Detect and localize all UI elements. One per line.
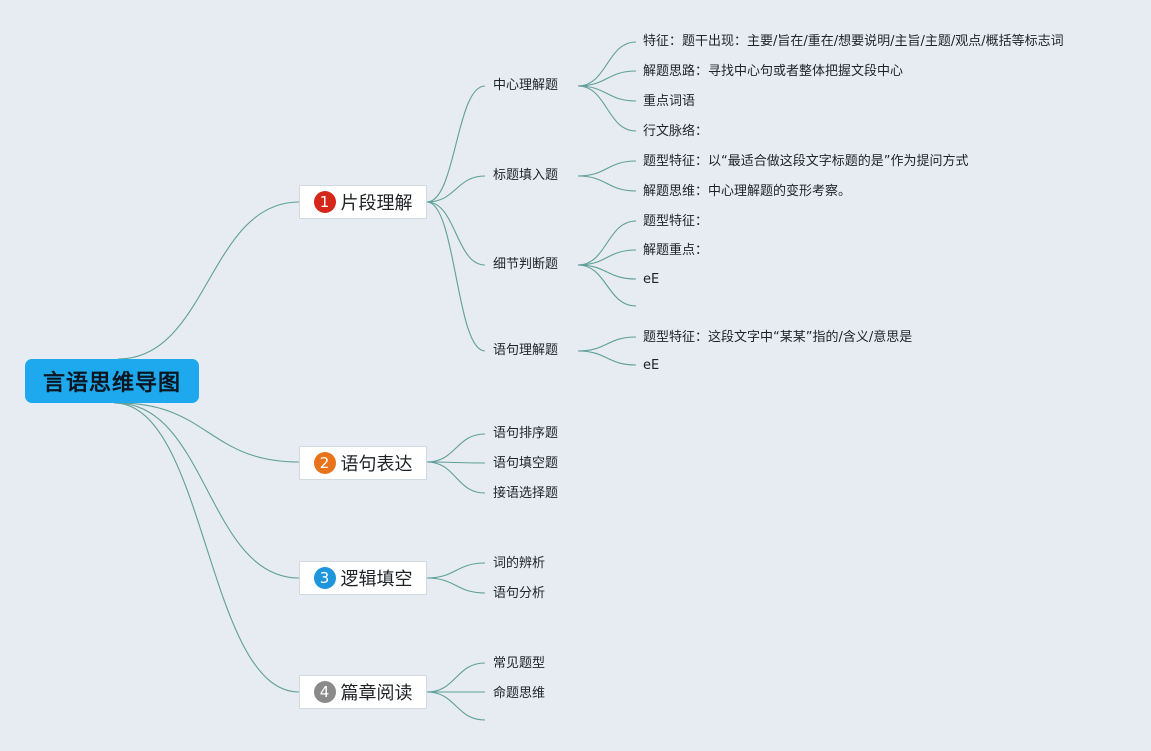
leaf-sentence-ee[interactable]: eE — [643, 358, 660, 373]
subtopic-follow-up-choice[interactable]: 接语选择题 — [493, 486, 559, 501]
link-leaf-2-1 — [577, 249, 637, 266]
number-badge: 3 — [313, 567, 336, 589]
leaf-context-flow[interactable]: 行文脉络： — [643, 124, 709, 139]
topic-passage-comprehension[interactable]: 1 片段理解 — [299, 185, 427, 219]
number-badge: 4 — [313, 681, 336, 703]
leaf-detail-feature[interactable]: 题型特征： — [643, 214, 709, 229]
link-leaf-1-0 — [577, 160, 637, 177]
topic-label: 片段理解 — [340, 193, 413, 214]
link-leaf-0-2 — [577, 85, 637, 102]
link-branch-4-sub-2 — [426, 691, 486, 721]
subtopic-sentence-filling[interactable]: 语句填空题 — [493, 456, 559, 471]
leaf-feature[interactable]: 特征：题干出现：主要/旨在/重在/想要说明/主旨/主题/观点/概括等标志词 — [643, 34, 1064, 49]
number-badge: 1 — [313, 191, 336, 213]
leaf-title-thinking[interactable]: 解题思维：中心理解题的变形考察。 — [643, 184, 852, 199]
leaf-detail-key[interactable]: 解题重点： — [643, 243, 709, 258]
topic-sentence-expression[interactable]: 2 语句表达 — [299, 446, 427, 480]
link-leaf-3-0 — [577, 336, 637, 352]
link-leaf-2-0 — [577, 220, 637, 266]
subtopic-detail-judgment[interactable]: 细节判断题 — [493, 257, 559, 272]
subtopic-title-fill[interactable]: 标题填入题 — [493, 168, 559, 183]
link-leaf-3-1 — [577, 350, 637, 366]
link-branch-3-sub-1 — [426, 577, 486, 594]
link-leaf-0-1 — [577, 70, 637, 87]
leaf-key-words[interactable]: 重点词语 — [643, 94, 696, 109]
link-root-branch-2 — [117, 402, 300, 463]
leaf-title-feature[interactable]: 题型特征：以“最适合做这段文字标题的是”作为提问方式 — [643, 154, 969, 169]
topic-article-reading[interactable]: 4 篇章阅读 — [299, 675, 427, 709]
topic-label: 语句表达 — [340, 454, 413, 475]
subtopic-sentence-ordering[interactable]: 语句排序题 — [493, 426, 559, 441]
link-leaf-2-3 — [577, 264, 637, 307]
link-branch-4-sub-0 — [426, 662, 486, 693]
link-root-branch-4 — [113, 402, 300, 693]
leaf-solving-approach[interactable]: 解题思路：寻找中心句或者整体把握文段中心 — [643, 64, 904, 79]
link-root-branch-1 — [117, 201, 300, 360]
subtopic-word-discrimination[interactable]: 词的辨析 — [493, 556, 546, 571]
root-topic[interactable]: 言语思维导图 — [25, 359, 199, 403]
subtopic-main-idea[interactable]: 中心理解题 — [493, 78, 559, 93]
link-branch-3-sub-0 — [426, 562, 486, 579]
link-branch-1-sub-2 — [426, 201, 486, 266]
subtopic-sentence-analysis[interactable]: 语句分析 — [493, 586, 546, 601]
link-branch-1-sub-1 — [426, 175, 486, 203]
link-leaf-1-1 — [577, 175, 637, 192]
link-root-branch-3 — [115, 402, 300, 579]
link-leaf-0-0 — [577, 41, 637, 87]
leaf-sentence-feature[interactable]: 题型特征：这段文字中“某某”指的/含义/意思是 — [643, 330, 913, 345]
leaf-detail-ee[interactable]: eE — [643, 272, 660, 287]
link-branch-1-sub-3 — [426, 201, 486, 352]
topic-logic-filling[interactable]: 3 逻辑填空 — [299, 561, 427, 595]
link-leaf-0-3 — [577, 85, 637, 132]
topic-label: 逻辑填空 — [340, 569, 413, 590]
subtopic-common-types[interactable]: 常见题型 — [493, 656, 546, 671]
link-branch-2-sub-0 — [426, 433, 486, 463]
link-branch-1-sub-0 — [426, 85, 486, 203]
subtopic-sentence-understanding[interactable]: 语句理解题 — [493, 343, 559, 358]
topic-label: 篇章阅读 — [340, 683, 413, 704]
number-badge: 2 — [313, 452, 336, 474]
subtopic-question-thinking[interactable]: 命题思维 — [493, 686, 546, 701]
link-leaf-2-2 — [577, 264, 637, 280]
link-branch-2-sub-2 — [426, 461, 486, 494]
